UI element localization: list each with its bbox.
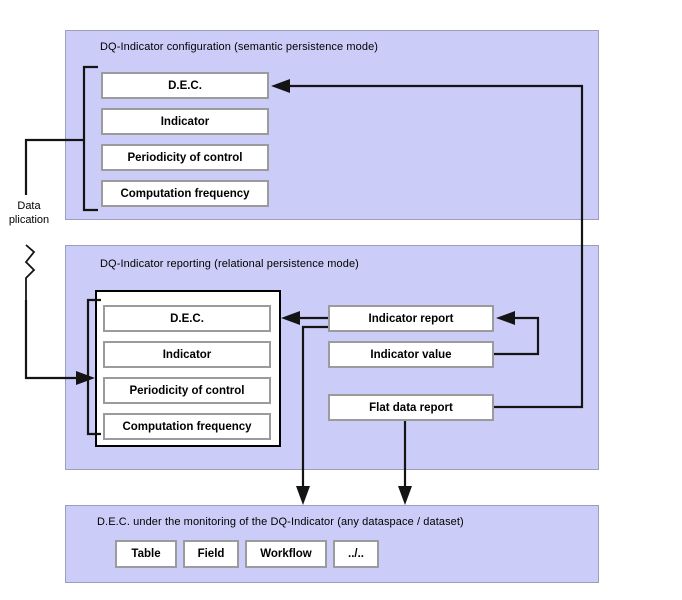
monitored-node-workflow[interactable]: Workflow — [245, 540, 327, 568]
arrowhead-monitored-dec-left — [296, 486, 310, 505]
annotation-data-duplication: Data plication — [0, 199, 64, 227]
reporting-node-indicator-report[interactable]: Indicator report — [328, 305, 494, 332]
reporting-node-indicator[interactable]: Indicator — [103, 341, 271, 368]
reporting-node-indicator-value[interactable]: Indicator value — [328, 341, 494, 368]
reporting-node-flat-data-report[interactable]: Flat data report — [328, 394, 494, 421]
monitored-node-table[interactable]: Table — [115, 540, 177, 568]
arrowhead-monitored-dec-right — [398, 486, 412, 505]
panel-monitored-dec-title: D.E.C. under the monitoring of the DQ-In… — [97, 516, 464, 528]
wire-duplication-break-glyph — [24, 244, 36, 300]
reporting-node-periodicity-of-control[interactable]: Periodicity of control — [103, 377, 271, 404]
wire-data-duplication — [24, 138, 70, 195]
annotation-data-duplication-line1: Data — [17, 200, 41, 212]
reporting-node-dec[interactable]: D.E.C. — [103, 305, 271, 332]
monitored-node-field[interactable]: Field — [183, 540, 239, 568]
panel-reporting-title: DQ-Indicator reporting (relational persi… — [100, 258, 359, 270]
config-node-indicator[interactable]: Indicator — [101, 108, 269, 135]
annotation-data-duplication-line2: plication — [8, 214, 50, 226]
reporting-node-computation-frequency[interactable]: Computation frequency — [103, 413, 271, 440]
panel-configuration-title: DQ-Indicator configuration (semantic per… — [100, 41, 379, 53]
config-node-dec[interactable]: D.E.C. — [101, 72, 269, 99]
config-node-computation-frequency[interactable]: Computation frequency — [101, 180, 269, 207]
monitored-node-ellipsis[interactable]: ../.. — [333, 540, 379, 568]
config-node-periodicity-of-control[interactable]: Periodicity of control — [101, 144, 269, 171]
